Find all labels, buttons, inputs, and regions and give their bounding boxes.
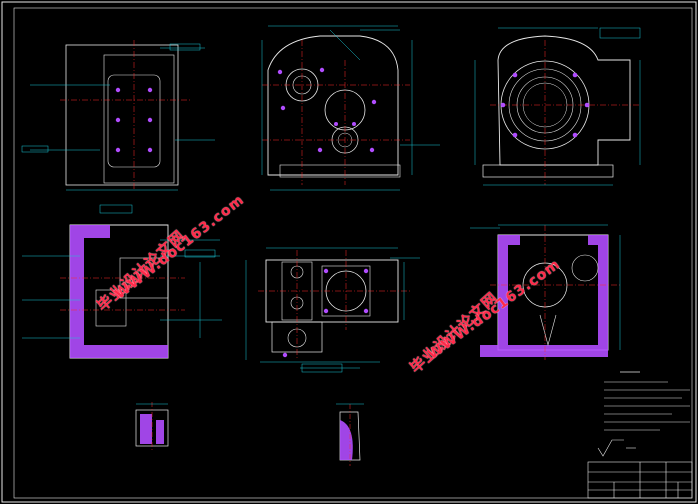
detail-view-1 <box>135 402 169 452</box>
title-block <box>587 461 693 499</box>
view-section-right <box>470 224 621 360</box>
technical-notes-block <box>604 371 690 431</box>
view-front-main <box>261 25 440 191</box>
view-flange-right <box>474 27 641 186</box>
view-section-left <box>22 204 222 359</box>
view-side-left <box>21 40 215 191</box>
roughness-symbol <box>597 439 636 457</box>
view-plan-center <box>245 247 420 373</box>
detail-view-2 <box>336 403 364 466</box>
sheet-inner-border <box>13 7 693 499</box>
